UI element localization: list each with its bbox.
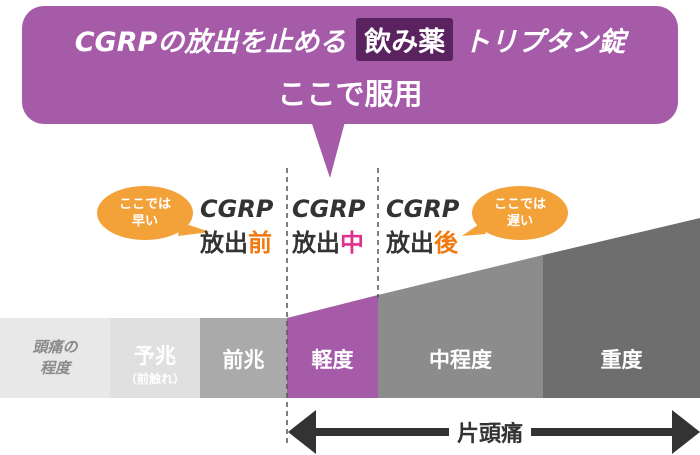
band-severe xyxy=(543,218,700,398)
title-prefix: CGRPの放出を止める xyxy=(74,26,347,58)
late-timing-bubble xyxy=(472,186,568,240)
phase-before-cgrp: CGRP xyxy=(200,195,274,223)
late-timing-text: ここでは 遅い xyxy=(472,196,568,230)
early-timing-bubble xyxy=(97,186,193,240)
severity-axis-band xyxy=(0,318,110,398)
severity-axis-label: 頭痛の 程度 xyxy=(0,337,110,379)
early-timing-bubble-tail xyxy=(178,222,210,236)
band-prodrome xyxy=(110,318,200,398)
band-moderate xyxy=(378,255,543,398)
early-timing-text: ここでは 早い xyxy=(97,196,193,230)
early-timing-line-1: ここでは xyxy=(118,197,171,212)
phase-during-cgrp: CGRP xyxy=(292,195,366,223)
stage-moderate-label: 中程度 xyxy=(429,348,492,372)
migraine-label: 片頭痛 xyxy=(448,416,531,448)
phase-during-accent: 中 xyxy=(340,229,364,257)
severity-axis-line-2: 程度 xyxy=(39,359,70,377)
phase-after-line: 放出後 xyxy=(386,223,468,258)
title-bubble-tail xyxy=(310,118,346,178)
title-bubble xyxy=(22,6,678,124)
title-tag: 飲み薬 xyxy=(356,17,454,61)
late-timing-line-1: ここでは xyxy=(493,197,546,212)
title-line-2: ここで服用 xyxy=(277,77,423,111)
stage-prodrome: 予兆 （前触れ） xyxy=(110,340,200,387)
phase-before: CGRP 放出前 xyxy=(200,195,282,258)
phase-after-label: 放出 xyxy=(386,229,434,257)
migraine-arrow-right-head xyxy=(672,410,700,454)
phase-during-line: 放出中 xyxy=(292,223,374,258)
severity-axis-line-1: 頭痛の xyxy=(32,338,78,356)
late-timing-bubble-tail xyxy=(462,222,486,236)
stage-aura-label: 前兆 xyxy=(222,348,265,372)
stage-mild-label: 軽度 xyxy=(311,348,354,372)
band-aura xyxy=(200,318,287,398)
stage-prodrome-sub: （前触れ） xyxy=(124,372,185,386)
band-mild xyxy=(287,295,378,398)
phase-before-label: 放出 xyxy=(200,229,248,257)
phase-during: CGRP 放出中 xyxy=(292,195,374,258)
migraine-label-wrap: 片頭痛 xyxy=(400,416,580,448)
early-timing-line-2: 早い xyxy=(131,214,158,229)
title-line-1: CGRPの放出を止める 飲み薬 トリプタン錠 xyxy=(22,17,678,61)
late-timing-line-2: 遅い xyxy=(506,214,533,229)
phase-during-label: 放出 xyxy=(292,229,340,257)
phase-before-line: 放出前 xyxy=(200,223,282,258)
phase-after-accent: 後 xyxy=(434,229,458,257)
phase-after-cgrp: CGRP xyxy=(386,195,460,223)
stage-prodrome-label: 予兆 xyxy=(134,344,176,368)
migraine-arrow-left-head xyxy=(288,410,316,454)
stage-severe-label: 重度 xyxy=(600,348,643,372)
phase-after: CGRP 放出後 xyxy=(386,195,468,258)
phase-before-accent: 前 xyxy=(248,229,272,257)
title-drug: トリプタン錠 xyxy=(463,26,626,58)
